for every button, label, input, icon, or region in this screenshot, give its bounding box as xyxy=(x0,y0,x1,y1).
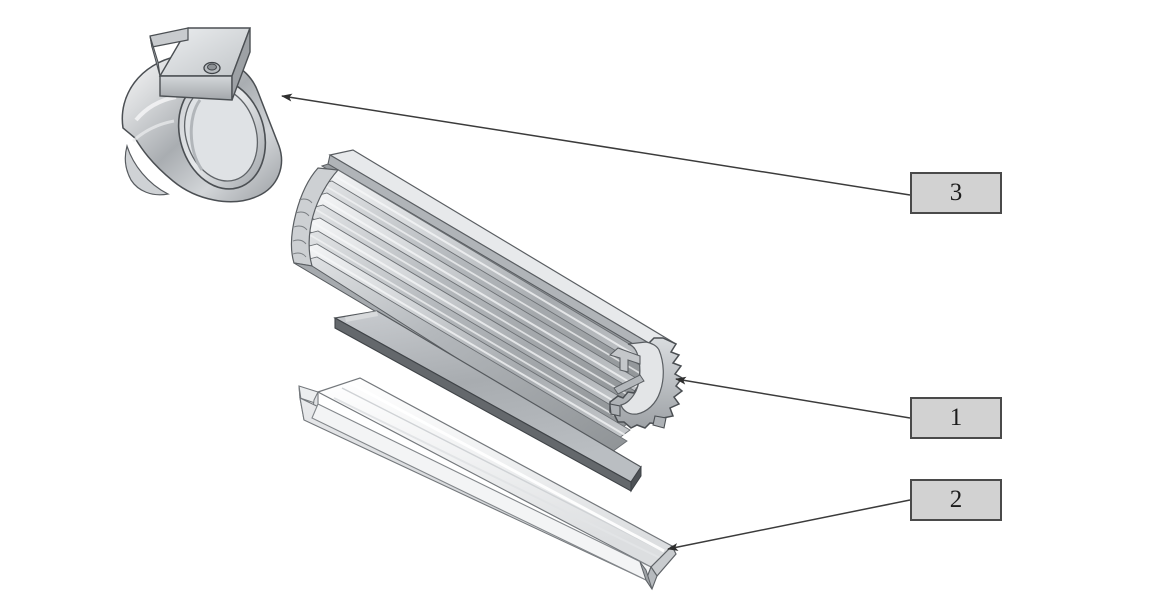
diffuser-crease-2 xyxy=(333,397,661,559)
part-led-strip xyxy=(333,310,642,493)
heatsink-profile-web xyxy=(613,374,645,395)
leader-line-2 xyxy=(667,499,911,551)
heatsink-end-profile xyxy=(608,337,684,429)
clamp-block-side-face xyxy=(231,27,251,101)
clamp-screw-socket xyxy=(207,63,217,71)
clamp-block-front-face xyxy=(159,75,233,101)
clamp-ring-bore-shade xyxy=(189,99,204,171)
part-mounting-clamp-ring xyxy=(121,27,283,203)
callout-label-2: 2 xyxy=(949,485,963,513)
leader-lines xyxy=(281,93,911,551)
part-finned-heatsink-extrusion xyxy=(290,149,684,463)
heatsink-fin-highlights xyxy=(308,172,661,436)
clamp-block-tab-edge xyxy=(149,35,161,77)
heatsink-profile-barb-right xyxy=(652,415,667,429)
heatsink-profile-barb-left xyxy=(609,403,621,417)
clamp-ring-bottom-lip xyxy=(124,143,170,196)
led-strip-highlight xyxy=(345,311,378,322)
callout-label-3: 3 xyxy=(949,178,963,206)
clamp-ring-highlight-2 xyxy=(131,119,175,143)
diffuser-sheen xyxy=(349,381,665,553)
heatsink-left-end-scallops xyxy=(292,198,313,258)
diffuser-return-leg xyxy=(639,561,653,590)
callout-label-1: 1 xyxy=(949,403,963,431)
leader-line-3 xyxy=(281,93,911,196)
callout-box-3[interactable]: 3 xyxy=(910,172,1002,214)
callout-box-2[interactable]: 2 xyxy=(910,479,1002,521)
leader-line-1 xyxy=(675,376,911,419)
callout-box-1[interactable]: 1 xyxy=(910,397,1002,439)
diffuser-crease-1 xyxy=(341,387,663,552)
heatsink-profile-t-slot xyxy=(608,347,641,373)
heatsink-fin-group xyxy=(292,169,667,453)
clamp-ring-highlight-1 xyxy=(134,95,177,122)
led-strip-end-cap xyxy=(630,465,642,493)
part-diffuser-cover-channel xyxy=(298,377,677,591)
